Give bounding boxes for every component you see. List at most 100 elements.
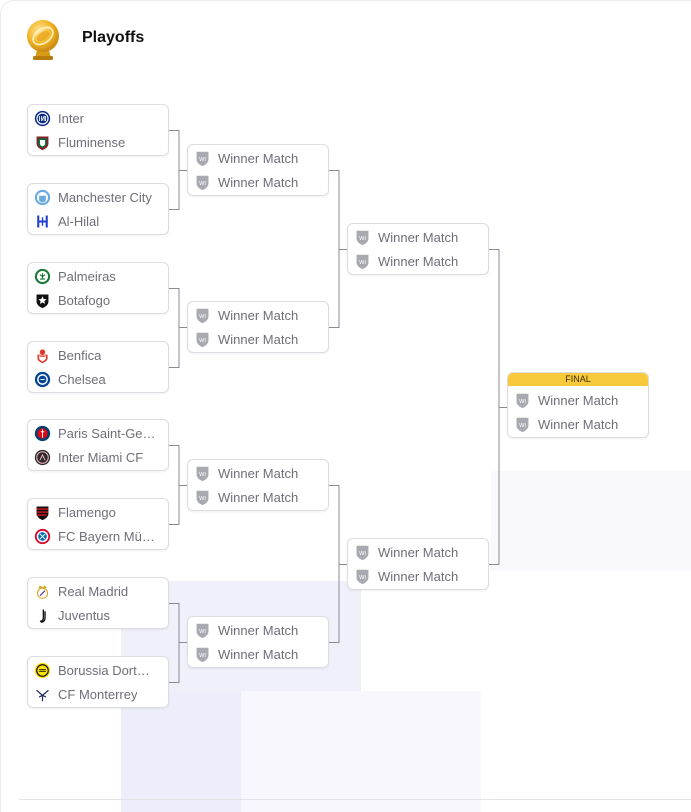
svg-text:WI: WI [359,236,366,242]
team-name: Juventus [58,607,111,623]
dortmund-logo-icon [34,662,51,678]
team-row: Al-Hilal [34,211,164,231]
team-row: Palmeiras [34,266,164,286]
manchester-city-logo-icon [34,189,51,205]
team-name: Paris Saint-Germain [58,425,158,441]
team-name: Winner Match [378,544,459,560]
final-badge: FINAL [508,373,648,386]
flamengo-logo-icon [36,506,49,520]
botafogo-logo-icon [36,294,49,308]
match-card[interactable]: Paris Saint-GermainInter Miami CF [27,419,169,471]
inter-logo-icon [34,110,51,126]
svg-text:WI: WI [199,181,206,187]
team-name: Flamengo [58,504,116,520]
inter-miami-logo-icon [34,449,51,465]
al-hilal-logo-icon [35,214,50,228]
team-row: WI Winner Match [194,644,324,664]
team-name: Chelsea [58,371,106,387]
team-name: Al-Hilal [58,213,100,229]
palmeiras-logo-icon [34,268,51,284]
shield-placeholder-icon: WI [196,490,209,505]
team-row: WI Winner Match [194,148,324,168]
team-row: Borussia Dortmund [34,660,164,680]
team-name: Winner Match [218,622,299,638]
shield-placeholder-icon: WI [356,230,369,245]
bracket-connector [329,170,347,328]
team-row: WI Winner Match [514,390,644,410]
team-name: Winner Match [538,392,619,408]
team-row: CF Monterrey [34,684,164,704]
team-name: Winner Match [538,416,619,432]
shield-placeholder-icon: WI [196,332,209,347]
shield-placeholder-icon: WI [196,175,209,190]
team-name: Manchester City [58,189,152,205]
shield-placeholder-icon: WI [196,308,209,323]
trophy-icon [23,17,63,61]
svg-text:WI: WI [199,157,206,163]
team-name: Benfica [58,347,102,363]
chelsea-logo-icon [34,371,51,387]
bracket-connector [169,445,187,525]
bracket-connector [169,288,187,368]
bracket-connector [169,603,187,683]
team-row: WI Winner Match [354,566,484,586]
psg-logo-icon [34,425,51,441]
shield-placeholder-icon: WI [196,466,209,481]
bracket-connector [489,249,507,565]
team-row: Flamengo [34,502,164,522]
team-row: FC Bayern München [34,526,164,546]
svg-text:WI: WI [199,472,206,478]
match-card[interactable]: Borussia Dortmund CF Monterrey [27,656,169,708]
team-name: Real Madrid [58,583,129,599]
team-name: Winner Match [218,174,299,190]
team-name: Fluminense [58,134,126,150]
shield-placeholder-icon: WI [196,647,209,662]
benfica-logo-icon [37,348,48,363]
team-row: Inter Miami CF [34,447,164,467]
team-name: Winner Match [378,568,459,584]
svg-text:WI: WI [199,496,206,502]
svg-text:WI: WI [359,551,366,557]
team-name: Palmeiras [58,268,116,284]
team-row: Manchester City [34,187,164,207]
shield-placeholder-icon: WI [356,254,369,269]
shield-placeholder-icon: WI [356,545,369,560]
team-row: Chelsea [34,369,164,389]
fluminense-logo-icon [36,136,49,150]
svg-text:WI: WI [199,653,206,659]
team-name: Winner Match [218,646,299,662]
team-name: Botafogo [58,292,111,308]
page-title: Playoffs [82,29,145,46]
match-card[interactable]: Flamengo FC Bayern München [27,498,169,550]
svg-text:WI: WI [359,575,366,581]
team-name: Winner Match [218,307,299,323]
juventus-logo-icon [35,607,50,623]
team-row: Fluminense [34,132,164,152]
team-row: WI Winner Match [194,305,324,325]
header: Playoffs [23,17,423,61]
bracket-connector [329,485,347,643]
shield-placeholder-icon: WI [516,393,529,408]
bayern-logo-icon [34,528,51,544]
team-name: Winner Match [378,229,459,245]
team-name: Winner Match [218,150,299,166]
